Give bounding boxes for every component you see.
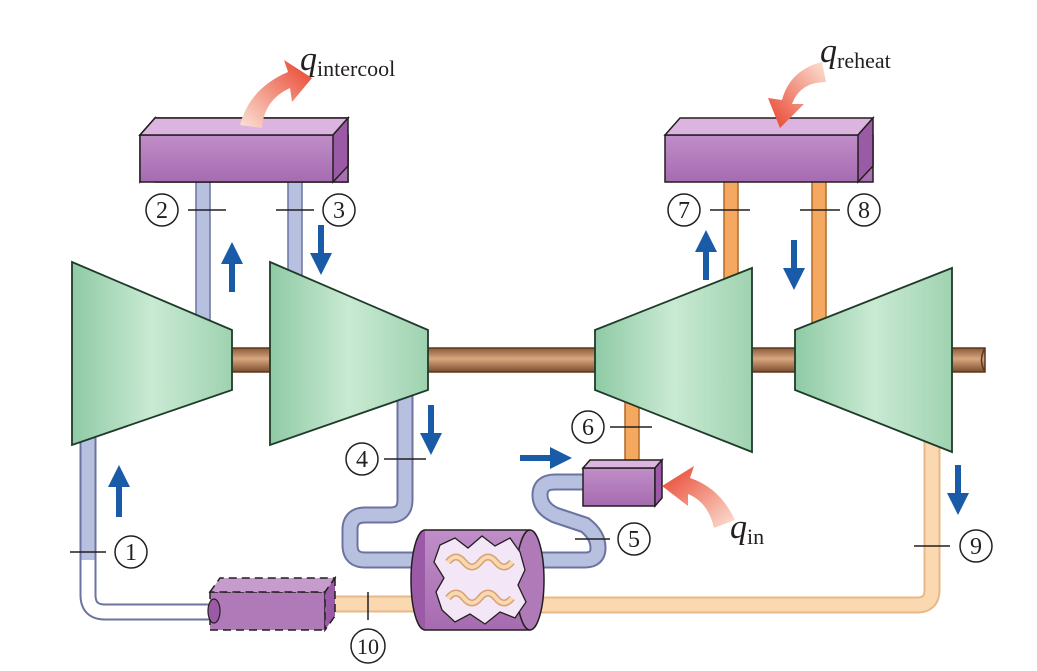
pipe-8 [811,179,827,326]
flow-arrow-down-8 [783,240,805,290]
reheater [663,116,875,184]
flow-arrow-down-4 [420,405,442,455]
heat-arrow-in [662,466,735,528]
svg-text:3: 3 [333,198,345,224]
pipe-3 [287,179,303,281]
state-1: 1 [114,535,148,569]
svg-text:8: 8 [858,198,870,224]
compressor-hp [269,260,429,447]
svg-text:6: 6 [582,415,594,441]
pipe-4 [341,395,425,569]
flow-arrows [108,225,969,517]
turbine-hp [594,266,753,454]
label-q-reheat: qreheat [820,33,891,73]
intercooler [138,116,350,184]
pipe-1 [79,430,210,621]
flow-arrow-up-2 [221,242,243,292]
compressor-lp [71,260,233,447]
turbine-lp [794,266,953,454]
state-6: 6 [571,410,605,444]
state-ticks [70,209,950,620]
state-4: 4 [345,442,379,476]
flow-arrow-up-1 [108,465,130,517]
state-8: 8 [847,193,881,227]
svg-text:4: 4 [356,447,368,473]
regenerator [410,529,545,631]
flow-arrow-down-9 [947,465,969,515]
state-10: 10 [350,628,386,664]
svg-text:10: 10 [357,634,379,659]
svg-text:7: 7 [678,198,690,224]
svg-text:1: 1 [125,540,137,566]
combustor [581,458,664,508]
state-7: 7 [667,193,701,227]
state-2: 2 [145,193,179,227]
flow-arrow-up-7 [695,230,717,280]
svg-text:9: 9 [970,534,982,560]
heat-arrow-reheat [768,62,826,128]
state-9: 9 [959,529,993,563]
state-5: 5 [617,522,651,556]
label-q-intercool: qintercool [300,41,395,81]
svg-text:2: 2 [156,198,168,224]
pipe-2 [195,179,211,326]
flow-arrow-fuel [520,447,572,469]
svg-text:5: 5 [628,527,640,553]
heat-arrow-intercool [240,60,312,128]
label-q-in: qin [730,509,764,549]
state-3: 3 [322,193,356,227]
flow-arrow-down-3 [310,225,332,275]
inlet-box [207,575,337,633]
